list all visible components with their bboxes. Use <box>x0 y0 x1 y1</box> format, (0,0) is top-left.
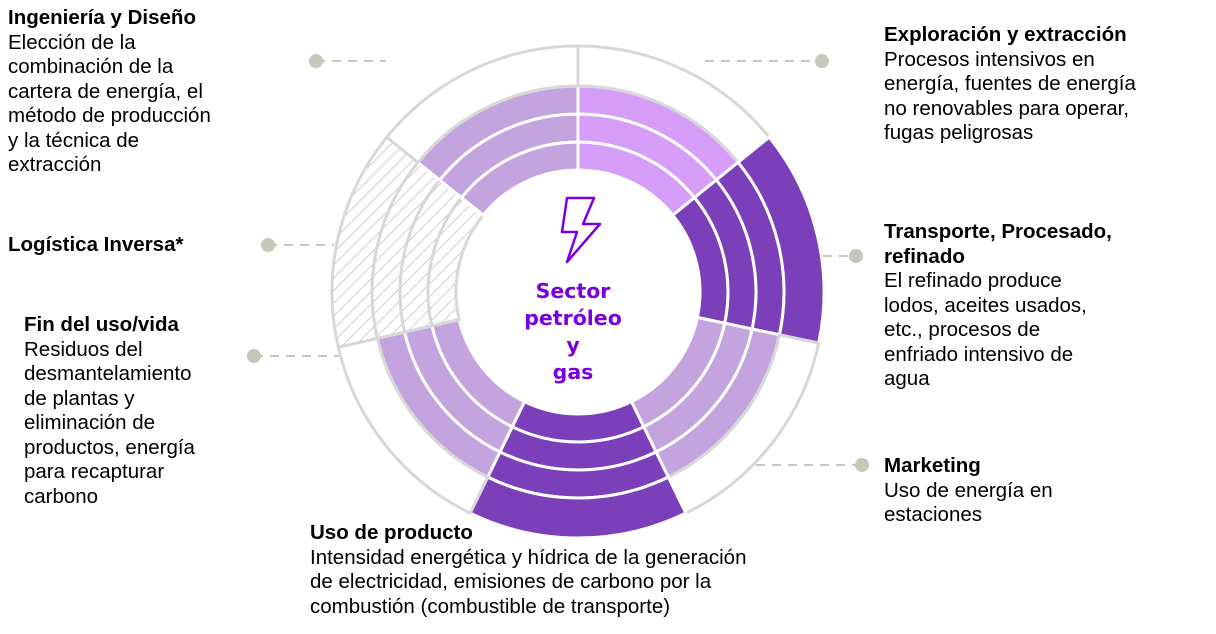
stage-title: Marketing <box>884 454 981 477</box>
stage-label-exploracion: Exploración y extracción Procesos intens… <box>884 23 1136 146</box>
connector-dot-logistica <box>261 238 275 252</box>
stage-label-uso: Uso de producto Intensidad energética y … <box>310 521 747 619</box>
stage-title: Logística Inversa* <box>8 233 184 256</box>
stage-description: Uso de energía en estaciones <box>884 478 1053 527</box>
stage-label-transporte: Transporte, Procesado, refinado El refin… <box>884 220 1112 392</box>
connector-dot-fin <box>247 349 261 363</box>
stage-label-marketing: Marketing Uso de energía en estaciones <box>884 454 1053 528</box>
connector-dot-marketing <box>855 458 869 472</box>
segment-logistica <box>330 135 486 350</box>
ring-ingenieria-4 <box>384 44 580 165</box>
stage-description: Procesos intensivos en energía, fuentes … <box>884 47 1136 145</box>
segment-ingenieria <box>384 44 580 218</box>
stage-title: Fin del uso/vida <box>24 313 179 336</box>
stage-title: Uso de producto <box>310 521 473 544</box>
stage-title: Exploración y extracción <box>884 23 1127 46</box>
stage-description: Elección de la combinación de la cartera… <box>8 30 211 177</box>
lightning-bolt-icon <box>560 196 602 264</box>
stage-label-fin: Fin del uso/vida Residuos del desmantela… <box>24 313 195 509</box>
segment-marketing <box>629 315 821 516</box>
connector-dot-ingenieria <box>309 54 323 68</box>
connector-dot-exploracion <box>815 54 829 68</box>
connector-dot-transporte <box>849 249 863 263</box>
stage-description: El refinado produce lodos, aceites usado… <box>884 269 1087 390</box>
stage-description: Residuos del desmantelamiento de plantas… <box>24 337 195 508</box>
stage-label-logistica: Logística Inversa* <box>8 233 183 258</box>
stage-title: Ingeniería y Diseño <box>8 6 196 29</box>
stage-description: Intensidad energética y hídrica de la ge… <box>310 545 747 618</box>
stage-label-ingenieria: Ingeniería y Diseño Elección de la combi… <box>8 6 211 178</box>
stage-title: Transporte, Procesado, refinado <box>884 220 1112 268</box>
center-title: Sector petróleo y gas <box>524 279 622 384</box>
